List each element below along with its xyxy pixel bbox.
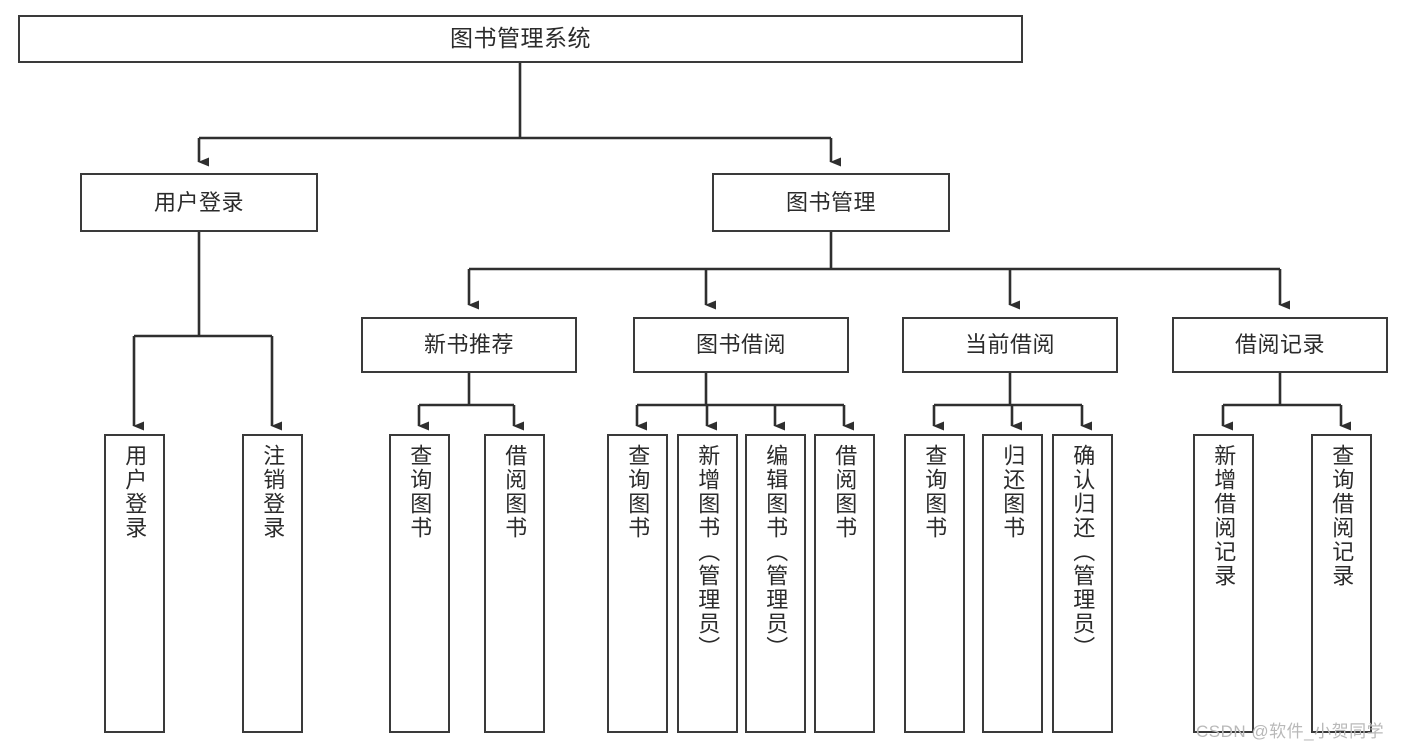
node-label: 确认归还（管理员）: [1070, 444, 1096, 660]
node-leaf-borrow-book[interactable]: 借阅图书: [814, 434, 875, 733]
node-label: 用户登录: [122, 444, 148, 540]
node-leaf-add-book-admin[interactable]: 新增图书（管理员）: [677, 434, 738, 733]
node-current-borrow[interactable]: 当前借阅: [902, 317, 1118, 373]
node-leaf-user-login[interactable]: 用户登录: [104, 434, 165, 733]
node-label: 查询图书: [625, 444, 651, 540]
node-leaf-add-borrow-record[interactable]: 新增借阅记录: [1193, 434, 1254, 733]
node-book-borrow[interactable]: 图书借阅: [633, 317, 849, 373]
node-label: 借阅图书: [832, 444, 858, 540]
node-label: 编辑图书（管理员）: [763, 444, 789, 660]
node-root-book-management-system[interactable]: 图书管理系统: [18, 15, 1023, 63]
node-leaf-query-book-recommendation[interactable]: 查询图书: [389, 434, 450, 733]
node-label: 借阅记录: [1234, 332, 1325, 358]
node-leaf-query-book-borrow[interactable]: 查询图书: [607, 434, 668, 733]
node-borrow-record[interactable]: 借阅记录: [1172, 317, 1388, 373]
node-book-management[interactable]: 图书管理: [712, 173, 950, 232]
node-label: 新增图书（管理员）: [695, 444, 721, 660]
node-label: 注销登录: [260, 444, 286, 540]
node-leaf-query-borrow-record[interactable]: 查询借阅记录: [1311, 434, 1372, 733]
node-label: 图书管理: [785, 189, 876, 215]
node-new-book-recommendation[interactable]: 新书推荐: [361, 317, 577, 373]
node-label: 图书借阅: [695, 332, 786, 358]
node-label: 新书推荐: [423, 332, 514, 358]
node-label: 查询图书: [407, 444, 433, 540]
node-label: 用户登录: [153, 189, 244, 215]
node-leaf-confirm-return-admin[interactable]: 确认归还（管理员）: [1052, 434, 1113, 733]
node-label: 查询借阅记录: [1329, 444, 1355, 588]
node-label: 借阅图书: [502, 444, 528, 540]
node-label: 新增借阅记录: [1211, 444, 1237, 588]
node-leaf-query-book-current[interactable]: 查询图书: [904, 434, 965, 733]
node-label: 当前借阅: [964, 332, 1055, 358]
node-leaf-return-book[interactable]: 归还图书: [982, 434, 1043, 733]
node-label: 归还图书: [1000, 444, 1026, 540]
node-leaf-edit-book-admin[interactable]: 编辑图书（管理员）: [745, 434, 806, 733]
csdn-watermark: CSDN @软件_小贺同学: [1196, 722, 1385, 741]
node-leaf-borrow-book-recommendation[interactable]: 借阅图书: [484, 434, 545, 733]
node-label: 查询图书: [922, 444, 948, 540]
node-user-login[interactable]: 用户登录: [80, 173, 318, 232]
node-label: 图书管理系统: [450, 25, 591, 52]
node-leaf-logout[interactable]: 注销登录: [242, 434, 303, 733]
